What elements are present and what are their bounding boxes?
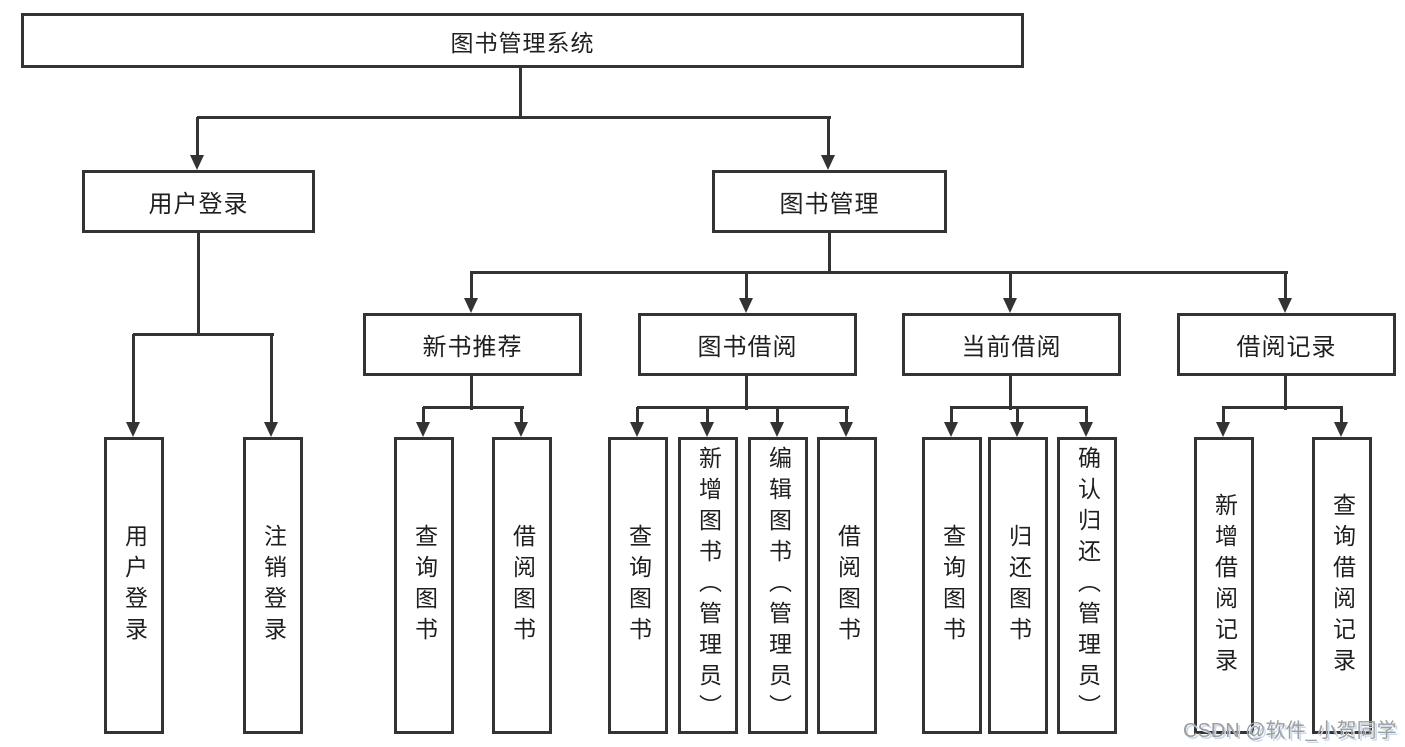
node-user-login: 用户登录 xyxy=(82,170,315,233)
arrow-down-icon xyxy=(1334,407,1349,437)
arrow-down-icon xyxy=(126,334,141,437)
node-library-management-system: 图书管理系统 xyxy=(21,13,1024,68)
arrow-down-icon xyxy=(190,117,205,170)
arrow-down-icon xyxy=(739,272,754,313)
leaf-user-login: 用户登录 xyxy=(104,437,164,734)
node-new-book-recommendation: 新书推荐 xyxy=(363,313,582,376)
connector-borrowing-rail xyxy=(637,406,849,409)
leaf-label: 查询借阅记录 xyxy=(1329,492,1356,679)
leaf-label: 编辑图书（管理员） xyxy=(765,446,792,725)
connector-book-management-stem xyxy=(828,231,831,274)
connector-records-rail xyxy=(1222,406,1343,409)
watermark-text: CSDN @软件_小贺同学 xyxy=(1183,720,1397,742)
connector-level2-rail xyxy=(197,116,831,119)
node-label: 图书借阅 xyxy=(697,334,798,361)
leaf-label: 注销登录 xyxy=(260,523,287,648)
arrow-down-icon xyxy=(944,407,959,437)
arrow-down-icon xyxy=(416,407,431,437)
arrow-down-icon xyxy=(264,334,279,437)
node-book-management: 图书管理 xyxy=(712,170,947,233)
leaf-label: 新增图书（管理员） xyxy=(695,446,722,725)
leaf-label: 借阅图书 xyxy=(509,523,536,648)
connector-recommendation-rail xyxy=(423,406,524,409)
arrow-down-icon xyxy=(700,407,715,437)
connector-user-login-rail xyxy=(133,333,274,336)
leaf-add-books-admin: 新增图书（管理员） xyxy=(678,437,738,734)
node-label: 图书管理系统 xyxy=(450,29,595,56)
leaf-query-books-borrowing: 查询图书 xyxy=(608,437,668,734)
leaf-label: 归还图书 xyxy=(1005,523,1032,648)
connector-recommendation-stem xyxy=(470,374,473,410)
connector-level3-rail xyxy=(470,271,1288,274)
leaf-return-books: 归还图书 xyxy=(988,437,1048,734)
leaf-label: 确认归还（管理员） xyxy=(1074,446,1101,725)
arrow-down-icon xyxy=(839,407,854,437)
arrow-down-icon xyxy=(1079,407,1094,437)
node-current-borrowing: 当前借阅 xyxy=(902,313,1121,376)
leaf-query-books-recommendation: 查询图书 xyxy=(394,437,454,734)
leaf-label: 新增借阅记录 xyxy=(1211,492,1238,679)
arrow-down-icon xyxy=(1216,407,1231,437)
leaf-borrow-books-recommendation: 借阅图书 xyxy=(492,437,552,734)
leaf-edit-books-admin: 编辑图书（管理员） xyxy=(748,437,808,734)
leaf-query-borrow-record: 查询借阅记录 xyxy=(1312,437,1372,734)
node-label: 图书管理 xyxy=(779,191,880,218)
arrow-down-icon xyxy=(514,407,529,437)
leaf-query-books-current: 查询图书 xyxy=(922,437,982,734)
leaf-label: 用户登录 xyxy=(121,523,148,648)
node-label: 借阅记录 xyxy=(1236,334,1337,361)
arrow-down-icon xyxy=(1278,272,1293,313)
connector-current-stem xyxy=(1009,374,1012,410)
node-label: 新书推荐 xyxy=(422,334,523,361)
node-label: 用户登录 xyxy=(148,191,249,218)
leaf-label: 查询图书 xyxy=(939,523,966,648)
leaf-confirm-return-admin: 确认归还（管理员） xyxy=(1057,437,1117,734)
leaf-label: 查询图书 xyxy=(411,523,438,648)
leaf-logout: 注销登录 xyxy=(243,437,303,734)
leaf-borrow-books-borrowing: 借阅图书 xyxy=(817,437,877,734)
arrow-down-icon xyxy=(770,407,785,437)
arrow-down-icon xyxy=(821,117,836,170)
leaf-add-borrow-record: 新增借阅记录 xyxy=(1194,437,1254,734)
arrow-down-icon xyxy=(630,407,645,437)
node-borrowing-records: 借阅记录 xyxy=(1177,313,1396,376)
arrow-down-icon xyxy=(1003,272,1018,313)
node-label: 当前借阅 xyxy=(961,334,1062,361)
connector-current-rail xyxy=(950,406,1088,409)
leaf-label: 借阅图书 xyxy=(834,523,861,648)
node-book-borrowing: 图书借阅 xyxy=(638,313,857,376)
leaf-label: 查询图书 xyxy=(625,523,652,648)
arrow-down-icon xyxy=(464,272,479,313)
connector-user-login-stem xyxy=(197,232,200,336)
connector-borrowing-stem xyxy=(745,374,748,410)
connector-root-stem xyxy=(519,66,522,119)
arrow-down-icon xyxy=(1010,407,1025,437)
connector-records-stem xyxy=(1284,374,1287,410)
